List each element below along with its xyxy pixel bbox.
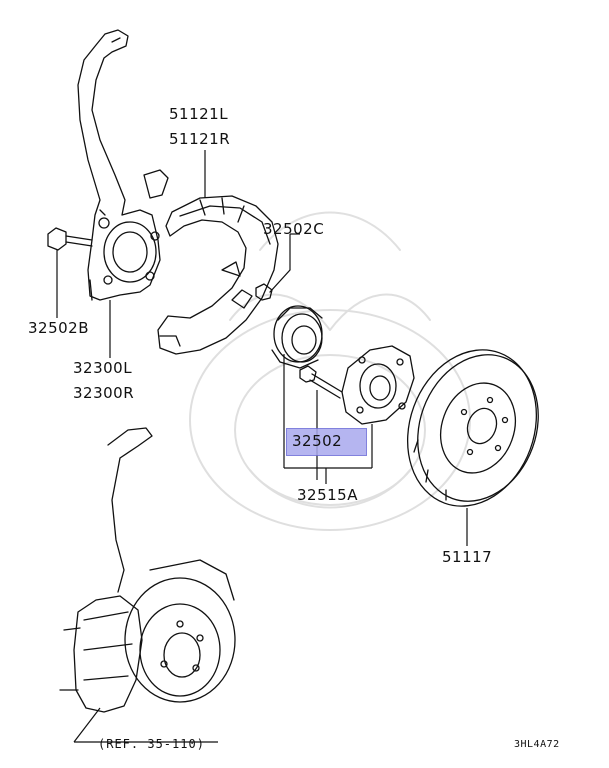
part-label-32300l[interactable]: 32300L (73, 359, 133, 377)
leader-lines (56, 150, 468, 743)
part-label-51117[interactable]: 51117 (442, 548, 493, 566)
part-label-32502[interactable]: 32502 (292, 432, 343, 450)
hub-flange[interactable] (341, 345, 415, 425)
part-label-32502c[interactable]: 32502C (263, 220, 325, 238)
part-label-32502b[interactable]: 32502B (28, 319, 90, 337)
part-label-51121l[interactable]: 51121L (169, 105, 229, 123)
reference-label[interactable]: (REF. 35-110) (98, 737, 205, 751)
watermark-emblem (189, 211, 471, 531)
diagram-code: 3HL4A72 (514, 739, 560, 750)
highlight-box (286, 428, 367, 456)
hub-bolt[interactable] (299, 365, 343, 399)
part-label-32515a[interactable]: 32515A (297, 486, 358, 504)
brake-disc[interactable] (386, 332, 558, 525)
shield-bolt[interactable] (255, 269, 291, 301)
brake-assembly[interactable] (59, 427, 236, 713)
hub-bearing[interactable] (271, 305, 323, 369)
part-label-51121r[interactable]: 51121R (169, 130, 231, 148)
part-label-32300r[interactable]: 32300R (73, 384, 135, 402)
knuckle-bolt[interactable] (47, 227, 93, 251)
dust-shield[interactable] (157, 195, 279, 355)
steering-knuckle[interactable] (77, 29, 169, 301)
